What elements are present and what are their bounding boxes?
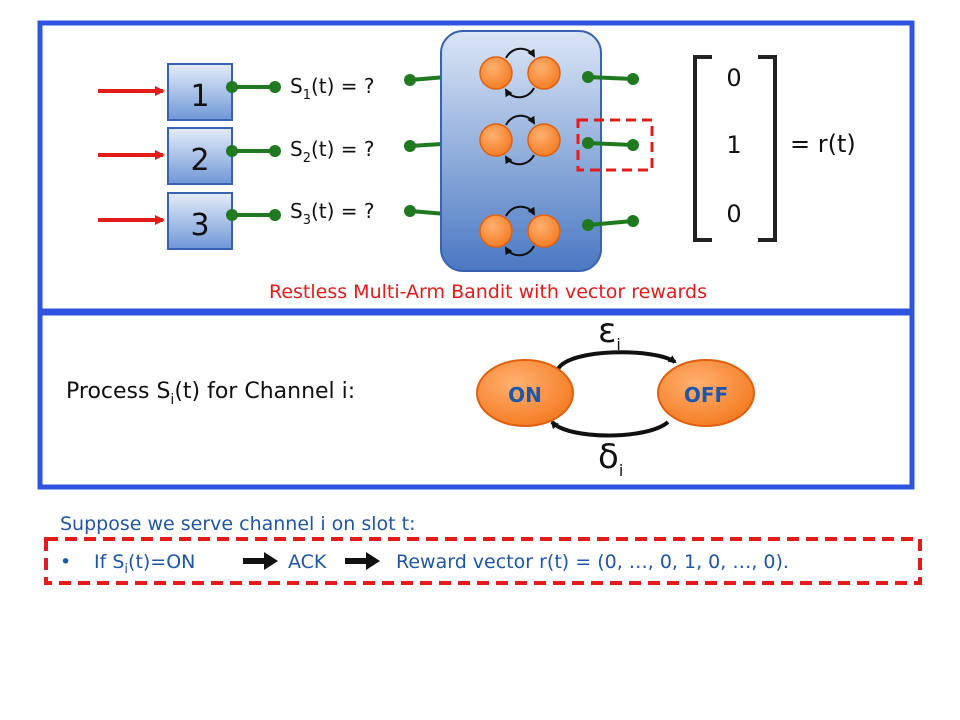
state-label-2: S2(t) = ? [290, 137, 375, 166]
vector-left-bracket [693, 55, 712, 242]
vector-entry-2: 1 [726, 131, 741, 159]
rule-highlight-box [44, 537, 922, 585]
off-state-label: OFF [684, 383, 728, 407]
state-label-3: S3(t) = ? [290, 199, 375, 228]
implies-arrow-icon [243, 552, 278, 570]
rule-if: If Si(t)=ON [94, 551, 195, 577]
on-state-label: ON [508, 383, 542, 407]
rule-ack: ACK [288, 551, 327, 573]
cylinder-output-connectors [587, 75, 634, 227]
on-state-node [476, 359, 574, 427]
process-label: Process Si(t) for Channel i: [66, 379, 355, 408]
state-label-1: S1(t) = ? [290, 74, 375, 103]
arm-1-label: 1 [190, 79, 209, 114]
arm-output-dots [226, 81, 281, 221]
arm-1-box [167, 63, 233, 121]
arm-output-connectors [232, 85, 275, 217]
arm-3-box [167, 192, 233, 250]
off-to-on-arrow [550, 420, 670, 438]
rule-bullet: • [60, 551, 71, 573]
implies-arrow-icon [345, 552, 380, 570]
on-to-off-arrow [556, 350, 677, 371]
vector-entry-1: 0 [726, 64, 741, 92]
diagram-caption: Restless Multi-Arm Bandit with vector re… [269, 281, 707, 303]
delta-label: δi [598, 437, 623, 480]
vector-right-bracket [758, 55, 777, 242]
arm-3-label: 3 [190, 208, 209, 243]
arm-2-label: 2 [190, 143, 209, 178]
epsilon-label: εi [598, 311, 621, 354]
suppose-text: Suppose we serve channel i on slot t: [60, 513, 416, 535]
off-state-node [657, 359, 755, 427]
channel-transition-arrows [504, 47, 536, 257]
cylinder-output-dots [582, 71, 639, 231]
vector-entry-3: 0 [726, 200, 741, 228]
channel-cylinder [440, 30, 602, 272]
served-channel-highlight [576, 118, 654, 172]
rule-reward: Reward vector r(t) = (0, …, 0, 1, 0, …, … [396, 551, 789, 573]
channel-node-pairs [479, 56, 561, 248]
arm-2-box [167, 127, 233, 185]
vector-equals-label: = r(t) [790, 130, 856, 158]
bottom-panel [37, 310, 915, 490]
